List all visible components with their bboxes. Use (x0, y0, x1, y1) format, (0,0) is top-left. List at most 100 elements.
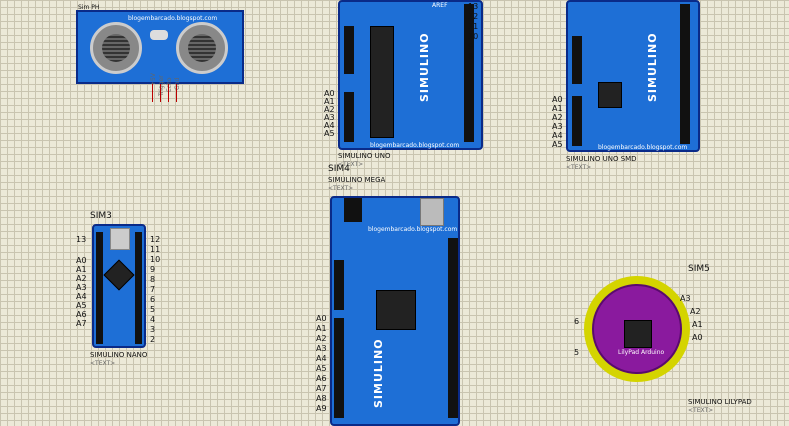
sensor-site-text: blogembarcado.blogspot.com (128, 15, 218, 22)
nano-pin-a1: A1 (76, 265, 87, 274)
nano-pin-7: 7 (150, 285, 156, 294)
nano-pin-2: 2 (150, 335, 156, 344)
mega-chip (376, 290, 416, 330)
sensor-title: Sim PH (78, 4, 100, 11)
nano-pin-10: 10 (150, 255, 161, 264)
nano-left-header (96, 232, 103, 344)
nano-pin-a2: A2 (76, 274, 87, 283)
nano-label: SIMULINO NANO (90, 351, 148, 359)
transducer-right (176, 22, 228, 74)
smd-pin-a5: A5 (552, 140, 563, 149)
smd-chip (598, 82, 622, 108)
uno-pin-10: 10 (468, 32, 479, 41)
mega-text-tag: <TEXT> (328, 185, 354, 192)
mega-analog-header (334, 318, 344, 418)
uno-pin-a1: A1 (324, 97, 335, 106)
lilypad-text-tag: <TEXT> (688, 407, 714, 414)
nano-pin-3: 3 (150, 325, 156, 334)
mega-label: SIMULINO MEGA (328, 176, 386, 184)
nano-pin-a0: A0 (76, 256, 87, 265)
smd-text-tag: <TEXT> (566, 164, 592, 171)
lilypad-pin-a1: A1 (692, 320, 703, 329)
uno-label: SIMULINO UNO (338, 152, 391, 160)
transducer-left (90, 22, 142, 74)
mega-pin-a4: A4 (316, 354, 327, 363)
smd-logo: SIMULINO (646, 32, 659, 102)
simulino-uno-board[interactable]: SIMULINO blogembarcado.blogspot.com (338, 0, 483, 150)
uno-pin-12: 12 (468, 12, 479, 21)
uno-pin-11: 11 (468, 22, 479, 31)
smd-pin-a0: A0 (552, 95, 563, 104)
mega-usb (420, 198, 444, 226)
mega-pin-a0: A0 (316, 314, 327, 323)
uno-site-text: blogembarcado.blogspot.com (370, 142, 460, 149)
lilypad-ref: SIM5 (688, 264, 710, 274)
mega-pin-a9: A9 (316, 404, 327, 413)
mega-pin-a6: A6 (316, 374, 327, 383)
lilypad-pin-6: 6 (574, 317, 580, 326)
smd-pin-a3: A3 (552, 122, 563, 131)
nano-chip (103, 259, 135, 291)
uno-pin-a3: A3 (324, 113, 335, 122)
mega-ref: SIM4 (328, 164, 350, 174)
uno-pin-9: 9 (468, 42, 474, 51)
mega-digital-header (448, 238, 458, 418)
mega-pin-a1: A1 (316, 324, 327, 333)
simulino-mega-board[interactable]: SIMULINO blogembarcado.blogspot.com (330, 196, 460, 426)
nano-text-tag: <TEXT> (90, 360, 116, 367)
uno-power-header (344, 26, 354, 74)
lilypad-pin-5: 5 (574, 348, 580, 357)
mega-pin-a2: A2 (316, 334, 327, 343)
lilypad-pin-a2: A2 (690, 307, 701, 316)
uno-pin-a5: A5 (324, 129, 335, 138)
nano-pin-a6: A6 (76, 310, 87, 319)
mega-logo: SIMULINO (372, 338, 385, 408)
sensor-wire (168, 84, 169, 102)
lilypad-pin-a3: A3 (680, 294, 691, 303)
sensor-wire (152, 84, 153, 102)
mega-pin-a8: A8 (316, 394, 327, 403)
nano-pin-4: 4 (150, 315, 156, 324)
lilypad-chip-text: LilyPad Arduino (618, 349, 665, 356)
lilypad-chip (624, 320, 652, 348)
simulino-nano-board[interactable] (92, 224, 146, 348)
simulino-uno-smd-board[interactable]: SIMULINO blogembarcado.blogspot.com (566, 0, 700, 152)
nano-pin-9: 9 (150, 265, 156, 274)
smd-digital-header (680, 4, 690, 144)
smd-label: SIMULINO UNO SMD (566, 155, 637, 163)
sensor-wire (176, 84, 177, 102)
nano-pin-6: 6 (150, 295, 156, 304)
nano-right-header (135, 232, 142, 344)
simulino-lilypad-board[interactable]: LilyPad Arduino (584, 276, 690, 382)
uno-analog-header (344, 92, 354, 142)
ultrasonic-sensor[interactable]: blogembarcado.blogspot.com (76, 10, 244, 84)
smd-pin-a4: A4 (552, 131, 563, 140)
nano-pin-a7: A7 (76, 319, 87, 328)
lilypad-label: SIMULINO LILYPAD (688, 398, 752, 406)
nano-usb (110, 228, 130, 250)
nano-pin-5: 5 (150, 305, 156, 314)
smd-pin-a2: A2 (552, 113, 563, 122)
crystal (150, 30, 168, 40)
smd-power-header (572, 36, 582, 84)
uno-digital-header (464, 4, 474, 142)
uno-pin-13: 13 (468, 2, 479, 11)
nano-pin-12: 12 (150, 235, 161, 244)
nano-pin-13: 13 (76, 235, 87, 244)
nano-pin-a3: A3 (76, 283, 87, 292)
smd-site-text: blogembarcado.blogspot.com (598, 144, 688, 151)
smd-pin-a1: A1 (552, 104, 563, 113)
mega-power-jack (344, 198, 362, 222)
lilypad-pin-a0: A0 (692, 333, 703, 342)
uno-logo: SIMULINO (418, 32, 431, 102)
uno-pin-a0: A0 (324, 89, 335, 98)
uno-atmega-chip (370, 26, 394, 138)
smd-analog-header (572, 96, 582, 146)
uno-pin-a2: A2 (324, 105, 335, 114)
sensor-wire (160, 84, 161, 102)
mega-pin-a3: A3 (316, 344, 327, 353)
nano-pin-a4: A4 (76, 292, 87, 301)
mega-pin-a5: A5 (316, 364, 327, 373)
nano-ref: SIM3 (90, 211, 112, 221)
mega-power-header (334, 260, 344, 310)
